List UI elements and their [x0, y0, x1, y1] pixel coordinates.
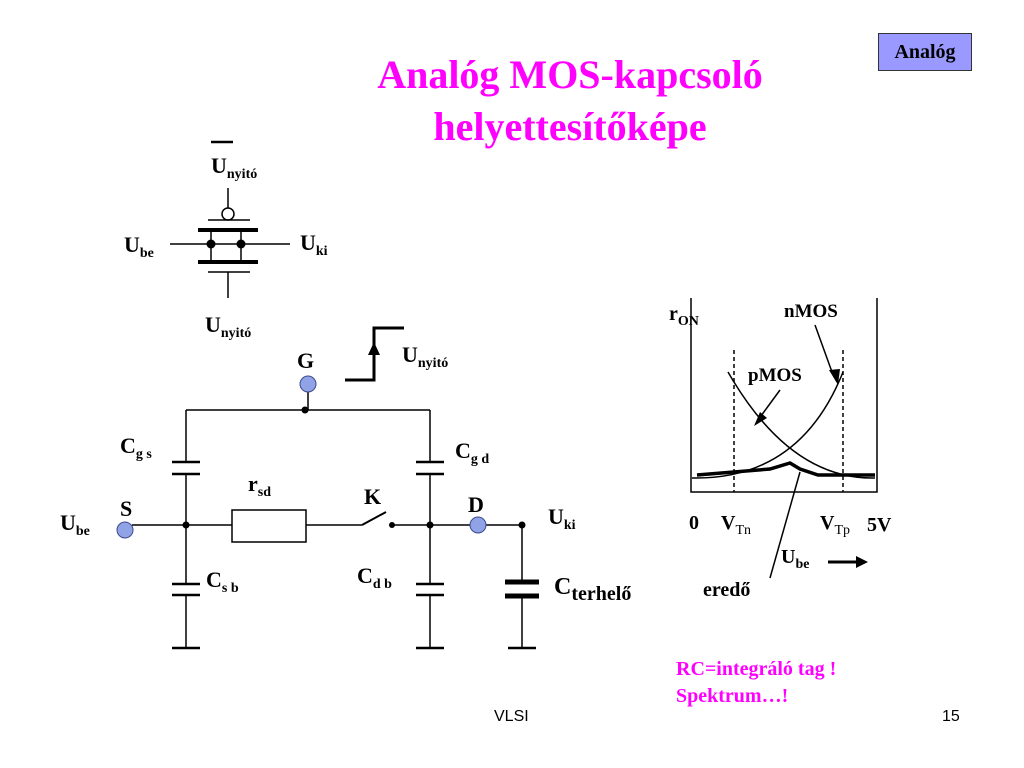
- label-r-on: rON: [669, 303, 699, 329]
- note-line2: Spektrum…!: [676, 685, 789, 707]
- slide-title-line2: helyettesítőképe: [433, 104, 707, 149]
- node-d: [469, 516, 487, 534]
- node-g: [299, 375, 317, 393]
- right-arrow-icon: [856, 556, 868, 568]
- label-rsd: rsd: [248, 471, 271, 500]
- label-u-ki-symbol: Uki: [300, 230, 328, 259]
- label-cgs: Cg s: [120, 433, 152, 462]
- pmos-curve: [727, 371, 876, 479]
- step-arrow-icon: [368, 342, 380, 355]
- note-line1: RC=integráló tag !: [676, 658, 837, 680]
- label-k: K: [364, 484, 382, 509]
- label-d: D: [468, 492, 484, 517]
- graph-axes: [690, 298, 878, 493]
- label-c-terhelo: Cterhelő: [554, 574, 632, 605]
- pmos-pointer-arrow: [754, 412, 767, 426]
- label-cdb: Cd b: [357, 563, 392, 592]
- label-csb: Cs b: [206, 567, 239, 596]
- label-u-nyito-bottom: Unyitó: [205, 312, 252, 341]
- label-pmos: pMOS: [748, 365, 802, 386]
- note-text: RC=integráló tag ! Spektrum…!: [676, 656, 836, 710]
- label-s: S: [120, 496, 133, 521]
- analog-tag: Analóg: [878, 33, 972, 71]
- page-number: 15: [942, 708, 960, 725]
- nmos-pointer-arrow: [829, 369, 840, 385]
- eredo-curve: [696, 461, 875, 477]
- label-nmos: nMOS: [784, 301, 838, 322]
- footer-left: VLSI: [494, 708, 529, 725]
- node-s: [116, 521, 134, 539]
- label-u-be-circuit: Ube: [60, 510, 90, 539]
- nmos-curve: [691, 371, 844, 479]
- label-vtp: VTp: [820, 512, 851, 538]
- label-5v: 5V: [867, 514, 892, 536]
- label-zero: 0: [689, 512, 699, 534]
- slide-title-line1: Analóg MOS-kapcsoló: [377, 52, 763, 97]
- label-u-nyito-top: Unyitó: [211, 153, 258, 182]
- label-eredo: eredő: [703, 579, 751, 601]
- label-g: G: [297, 348, 315, 373]
- label-u-nyito-step: Unyitó: [402, 342, 449, 371]
- label-u-be-symbol: Ube: [124, 232, 154, 261]
- label-vtn: VTn: [721, 512, 752, 538]
- inverter-bubble: [221, 207, 235, 221]
- label-u-ki-circuit: Uki: [548, 504, 576, 533]
- label-u-be-graph: Ube: [781, 546, 810, 572]
- label-cgd: Cg d: [455, 438, 490, 467]
